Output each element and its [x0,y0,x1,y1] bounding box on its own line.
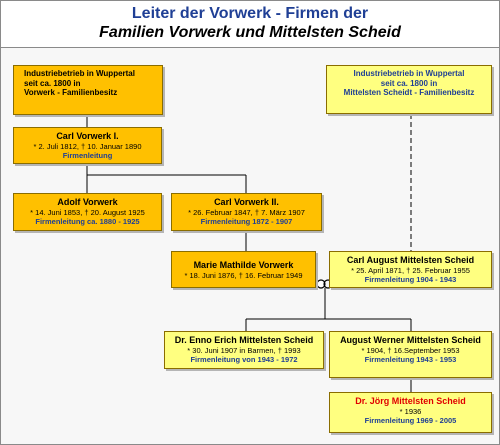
person-dates: * 1936 [399,406,422,416]
person-dates: * 14. Juni 1853, † 20. August 1925 [30,207,145,217]
origin-vorwerk-box: Industriebetrieb in Wuppertal seit ca. 1… [13,65,163,115]
person-name: Carl Vorwerk I. [56,131,119,141]
person-dates: * 2. Juli 1812, † 10. Januar 1890 [33,141,142,151]
origin-scheid-line2: seit ca. 1800 in [380,78,438,88]
origin-scheid-line1: Industriebetrieb in Wuppertal [353,69,465,78]
person-role: Firmenleitung 1943 - 1953 [364,354,457,364]
origin-vorwerk-line1: Industriebetrieb in Wuppertal [24,69,135,78]
origin-vorwerk-line2: seit ca. 1800 in [24,78,81,88]
title-bar: Leiter der Vorwerk - Firmen der Familien… [1,1,499,48]
person-name: Dr. Jörg Mittelsten Scheid [355,396,466,406]
person-dates: * 26. Februar 1847, † 7. März 1907 [188,207,305,217]
wedding-rings-icon [316,279,326,289]
person-name: Marie Mathilde Vorwerk [193,260,294,270]
person-role: Firmenleitung 1872 - 1907 [200,216,293,226]
person-marie-mathilde-vorwerk: Marie Mathilde Vorwerk * 18. Juni 1876, … [171,251,316,288]
person-role: Firmenleitung [62,150,113,160]
title-line-1: Leiter der Vorwerk - Firmen der [131,5,369,22]
person-role: Firmenleitung von 1943 - 1972 [190,354,298,364]
person-name: Dr. Enno Erich Mittelsten Scheid [174,335,314,345]
person-adolf-vorwerk: Adolf Vorwerk * 14. Juni 1853, † 20. Aug… [13,193,162,231]
person-dates: * 30. Juni 1907 in Barmen, † 1993 [187,345,301,355]
person-dates: * 18. Juni 1876, † 16. Februar 1949 [184,270,303,280]
person-august-werner-mittelsten-scheid: August Werner Mittelsten Scheid * 1904, … [329,331,492,378]
person-carl-vorwerk-2: Carl Vorwerk II. * 26. Februar 1847, † 7… [171,193,322,231]
title-line-2: Familien Vorwerk und Mittelsten Scheid [99,24,401,41]
origin-scheid-line3: Mittelsten Scheidt - Familienbesitz [343,88,475,98]
person-name: August Werner Mittelsten Scheid [340,335,481,345]
person-dates: * 1904, † 16.September 1953 [361,345,460,355]
origin-scheid-box: Industriebetrieb in Wuppertal seit ca. 1… [326,65,492,114]
person-name: Carl August Mittelsten Scheid [346,255,475,265]
person-role: Firmenleitung 1904 - 1943 [364,274,457,284]
person-name: Carl Vorwerk II. [214,197,279,207]
person-carl-vorwerk-1: Carl Vorwerk I. * 2. Juli 1812, † 10. Ja… [13,127,162,164]
person-joerg-mittelsten-scheid: Dr. Jörg Mittelsten Scheid * 1936 Firmen… [329,392,492,433]
person-dates: * 25. April 1871, † 25. Februar 1955 [351,265,470,275]
person-enno-erich-mittelsten-scheid: Dr. Enno Erich Mittelsten Scheid * 30. J… [164,331,324,369]
person-carl-august-mittelsten-scheid: Carl August Mittelsten Scheid * 25. Apri… [329,251,492,288]
person-name: Adolf Vorwerk [57,197,118,207]
person-role: Firmenleitung 1969 - 2005 [364,415,457,425]
person-role: Firmenleitung ca. 1880 - 1925 [35,216,140,226]
origin-vorwerk-line3: Vorwerk - Familienbesitz [24,88,118,98]
